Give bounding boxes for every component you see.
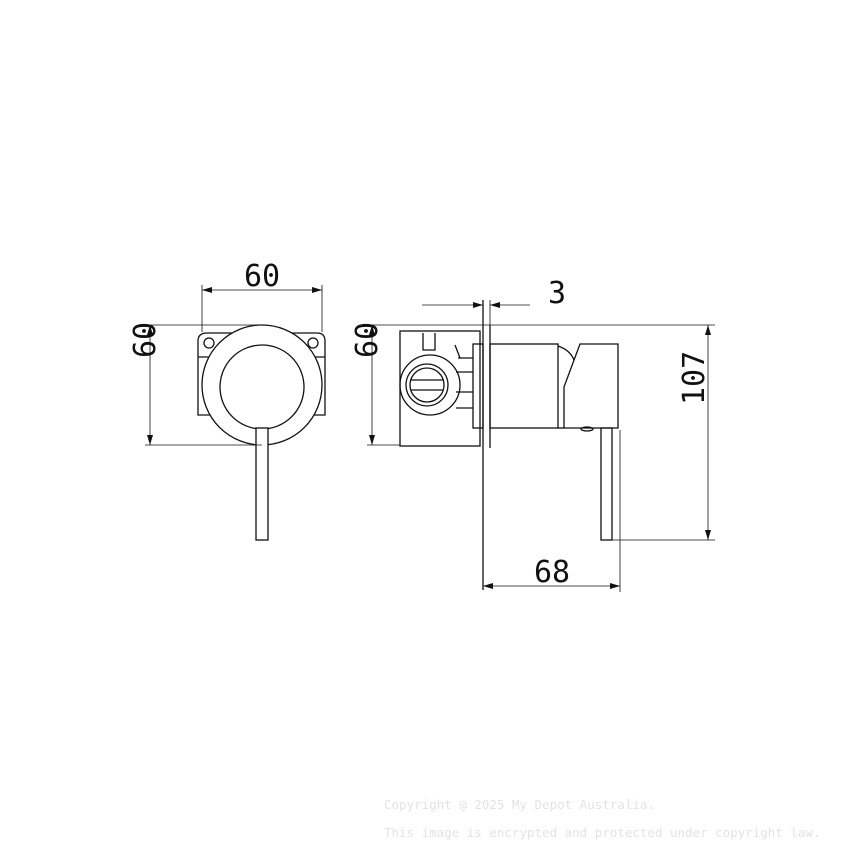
side-view <box>399 300 619 590</box>
side-height-label: 60 <box>350 322 385 358</box>
total-height-label: 107 <box>677 351 712 405</box>
valve-spindle <box>422 333 436 351</box>
plate-thickness-label: 3 <box>548 276 566 311</box>
mounting-hole-left <box>203 337 215 349</box>
projection-label: 68 <box>534 555 570 590</box>
valve-outlet-outer <box>399 354 461 416</box>
projection-dimension: 68 <box>483 430 621 592</box>
total-height-dimension: 107 <box>612 325 715 541</box>
dome <box>557 345 575 361</box>
front-height-dimension: 60 <box>128 322 262 446</box>
flange <box>472 343 484 429</box>
body-sleeve <box>489 343 559 429</box>
front-height-label: 60 <box>128 322 163 358</box>
lever-handle <box>255 427 269 541</box>
front-width-dimension: 60 <box>201 259 323 332</box>
plate-thickness-dimension: 3 <box>422 276 566 325</box>
valve-body-box <box>399 330 481 447</box>
watermark-copyright: Copyright @ 2025 My Depot Australia. <box>384 797 655 812</box>
front-width-label: 60 <box>244 259 280 294</box>
mounting-hole-right <box>307 337 319 349</box>
side-height-dimension: 60 <box>350 322 715 446</box>
handle-block <box>563 343 619 429</box>
valve-outlet <box>405 363 449 407</box>
watermark-notice: This image is encrypted and protected un… <box>384 825 821 840</box>
front-view <box>197 324 326 541</box>
side-lever <box>600 427 613 541</box>
